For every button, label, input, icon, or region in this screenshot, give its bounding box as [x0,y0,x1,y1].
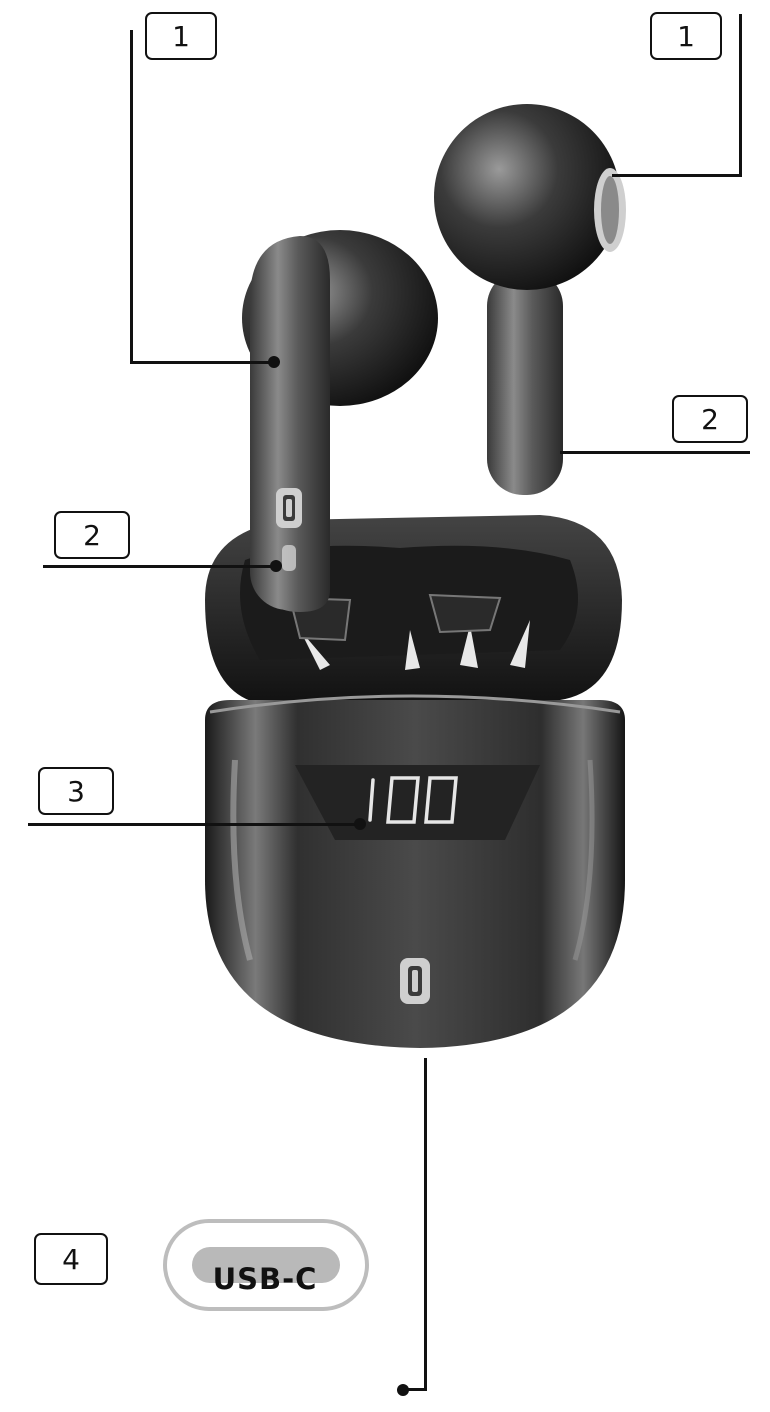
case-logo-icon [400,958,430,1004]
callout-port: 4 [34,1233,108,1285]
leader-line-left-touch [130,30,133,363]
leader-line-port-h [404,1388,427,1391]
callout-right-touch: 1 [650,12,722,60]
leader-line-right-touch [739,14,742,177]
leader-line-right-mic [560,451,750,454]
anchor-left-touch [268,356,280,368]
leader-line-display [28,823,361,826]
left-earbud-logo-icon [276,488,302,528]
anchor-display [354,818,366,830]
callout-display: 3 [38,767,114,815]
leader-line-left-mic [43,565,277,568]
callout-left-touch: 1 [145,12,217,60]
led-display [368,776,458,824]
anchor-left-mic [270,560,282,572]
anchor-port [397,1384,409,1396]
leader-line-left-touch-h [130,361,273,364]
usb-c-label: USB-C [212,1262,318,1296]
callout-left-mic: 2 [54,511,130,559]
callout-right-mic: 2 [672,395,748,443]
leader-line-port-v [424,1058,427,1391]
leader-line-right-touch-h [612,174,742,177]
right-earbud [434,104,626,495]
usb-c-port-icon [163,1219,369,1311]
